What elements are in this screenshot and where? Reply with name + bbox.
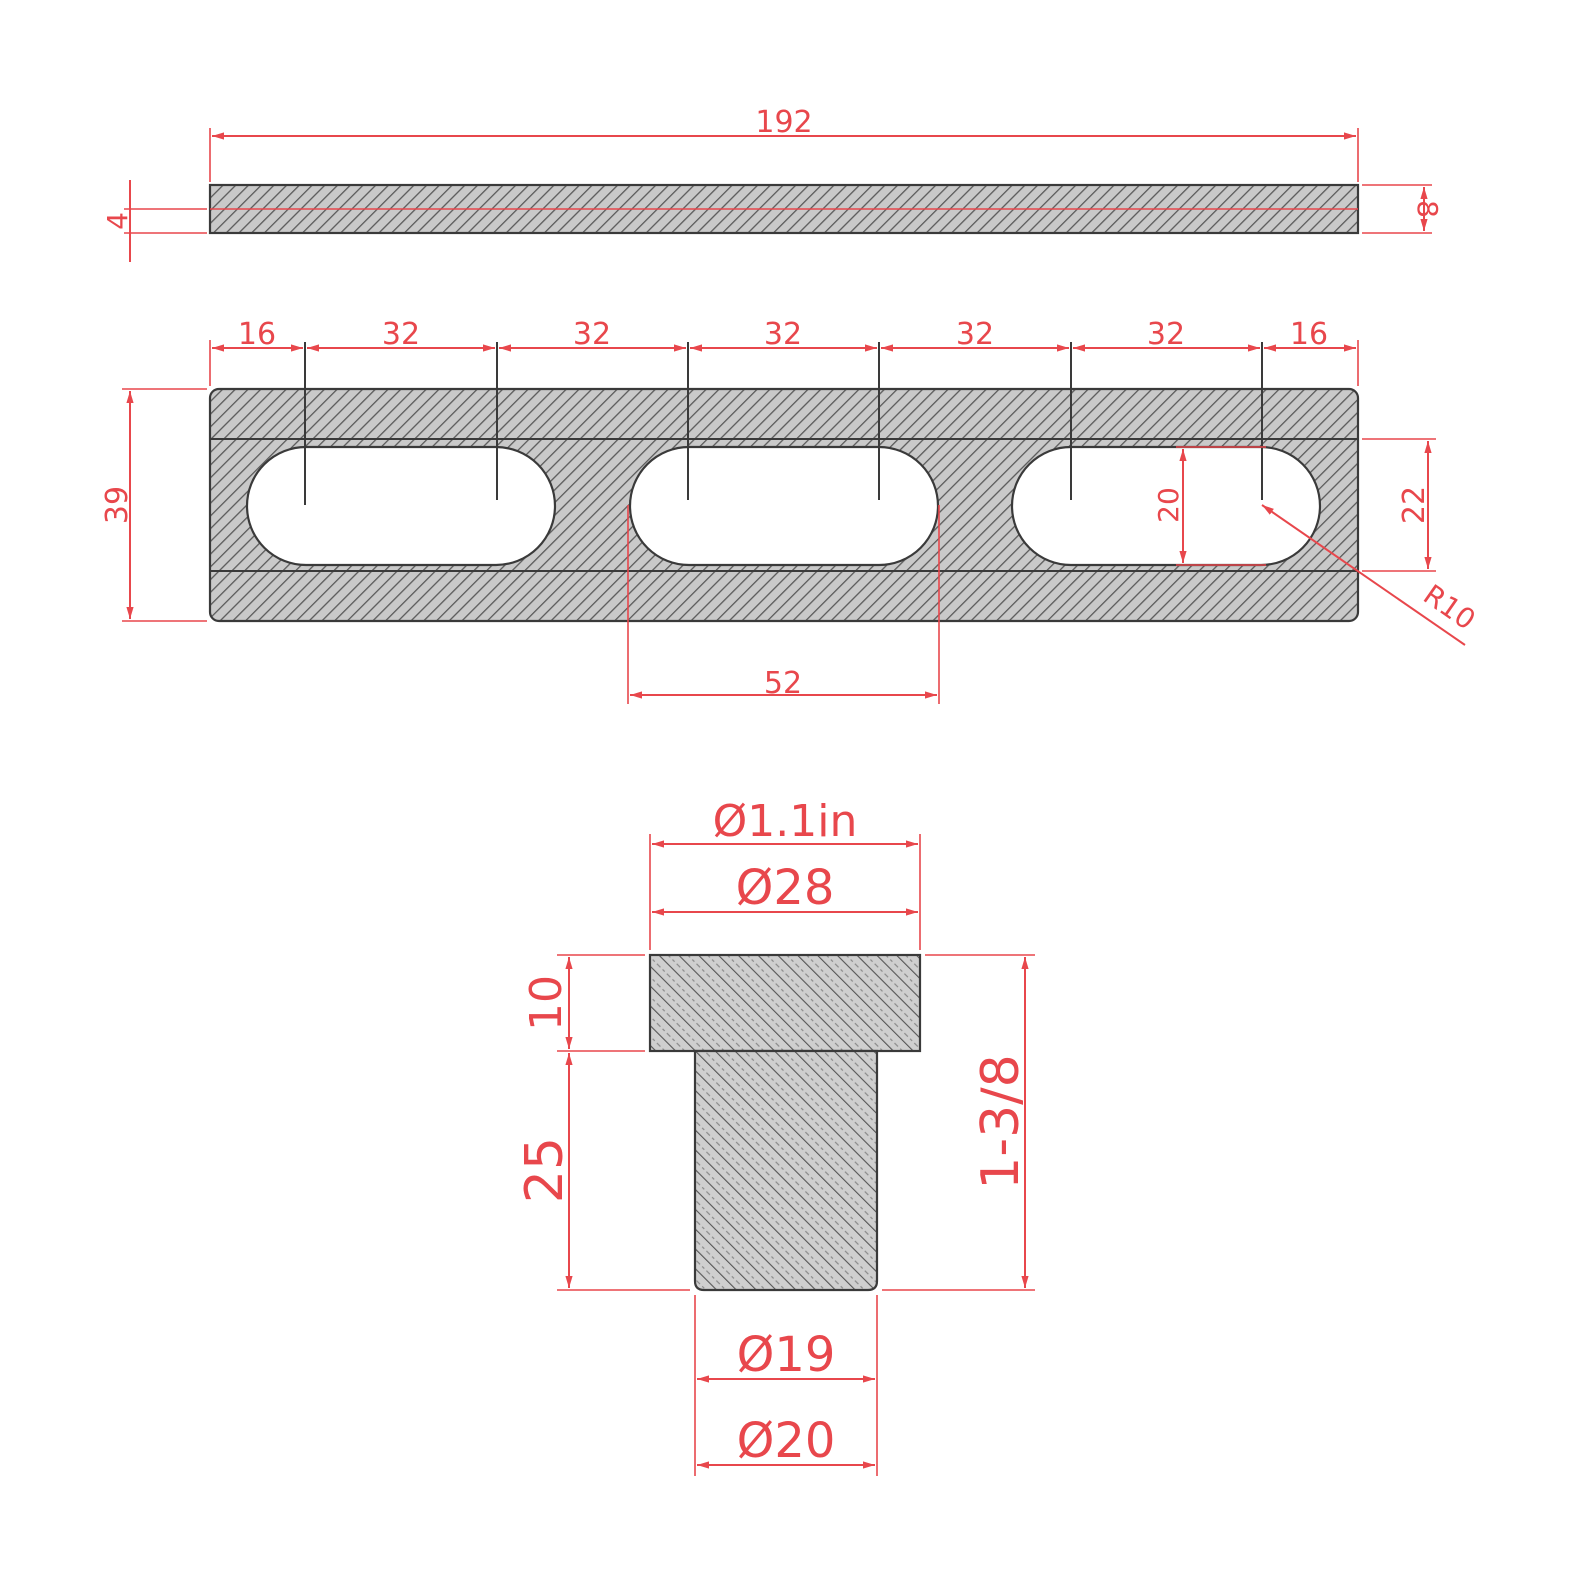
pin-shaft <box>693 1049 879 1292</box>
dim-total-length-label: 1-3/8 <box>971 1054 1031 1190</box>
dim-rail-height-label: 22 <box>1397 486 1432 524</box>
dim-spacing-label: 32 <box>1147 317 1185 352</box>
leader-r10 <box>1261 504 1466 646</box>
plate-top-view: 16 32 32 32 32 32 16 39 20 22 R10 52 <box>100 317 1481 704</box>
slot-1 <box>245 445 557 567</box>
dim-shaft-length-label: 25 <box>515 1137 575 1203</box>
dim-slot-length-label: 52 <box>764 666 802 701</box>
dim-slot-width-label: 20 <box>1152 487 1185 523</box>
dim-spacing-label: 16 <box>238 317 276 352</box>
dim-spacing-label: 32 <box>764 317 802 352</box>
dim-height-label: 39 <box>100 486 135 524</box>
dim-radius-label: R10 <box>1417 578 1481 637</box>
dim-head-diameter-in-label: Ø1.1in <box>713 796 858 847</box>
dim-head-height-label: 10 <box>521 975 572 1031</box>
dim-spacing-label: 32 <box>956 317 994 352</box>
dim-thickness-label: 8 <box>1411 200 1444 218</box>
dim-spacing-label: 32 <box>573 317 611 352</box>
slot-2 <box>628 445 940 567</box>
dim-length-label: 192 <box>755 105 812 140</box>
pin-head <box>648 953 922 1053</box>
plate-side-view: 192 4 8 <box>101 105 1444 262</box>
dim-shaft-diameter-label: Ø20 <box>737 1413 836 1469</box>
dim-spacing-label: 16 <box>1290 317 1328 352</box>
pin-view: Ø1.1in Ø28 10 25 1-3/8 Ø19 Ø20 <box>515 796 1035 1476</box>
dim-head-diameter-label: Ø28 <box>736 860 835 916</box>
slot-3 <box>1010 445 1322 567</box>
dim-spacing-label: 32 <box>382 317 420 352</box>
dim-half-thickness-label: 4 <box>101 212 134 230</box>
dim-shaft-diameter-label: Ø19 <box>737 1327 836 1383</box>
